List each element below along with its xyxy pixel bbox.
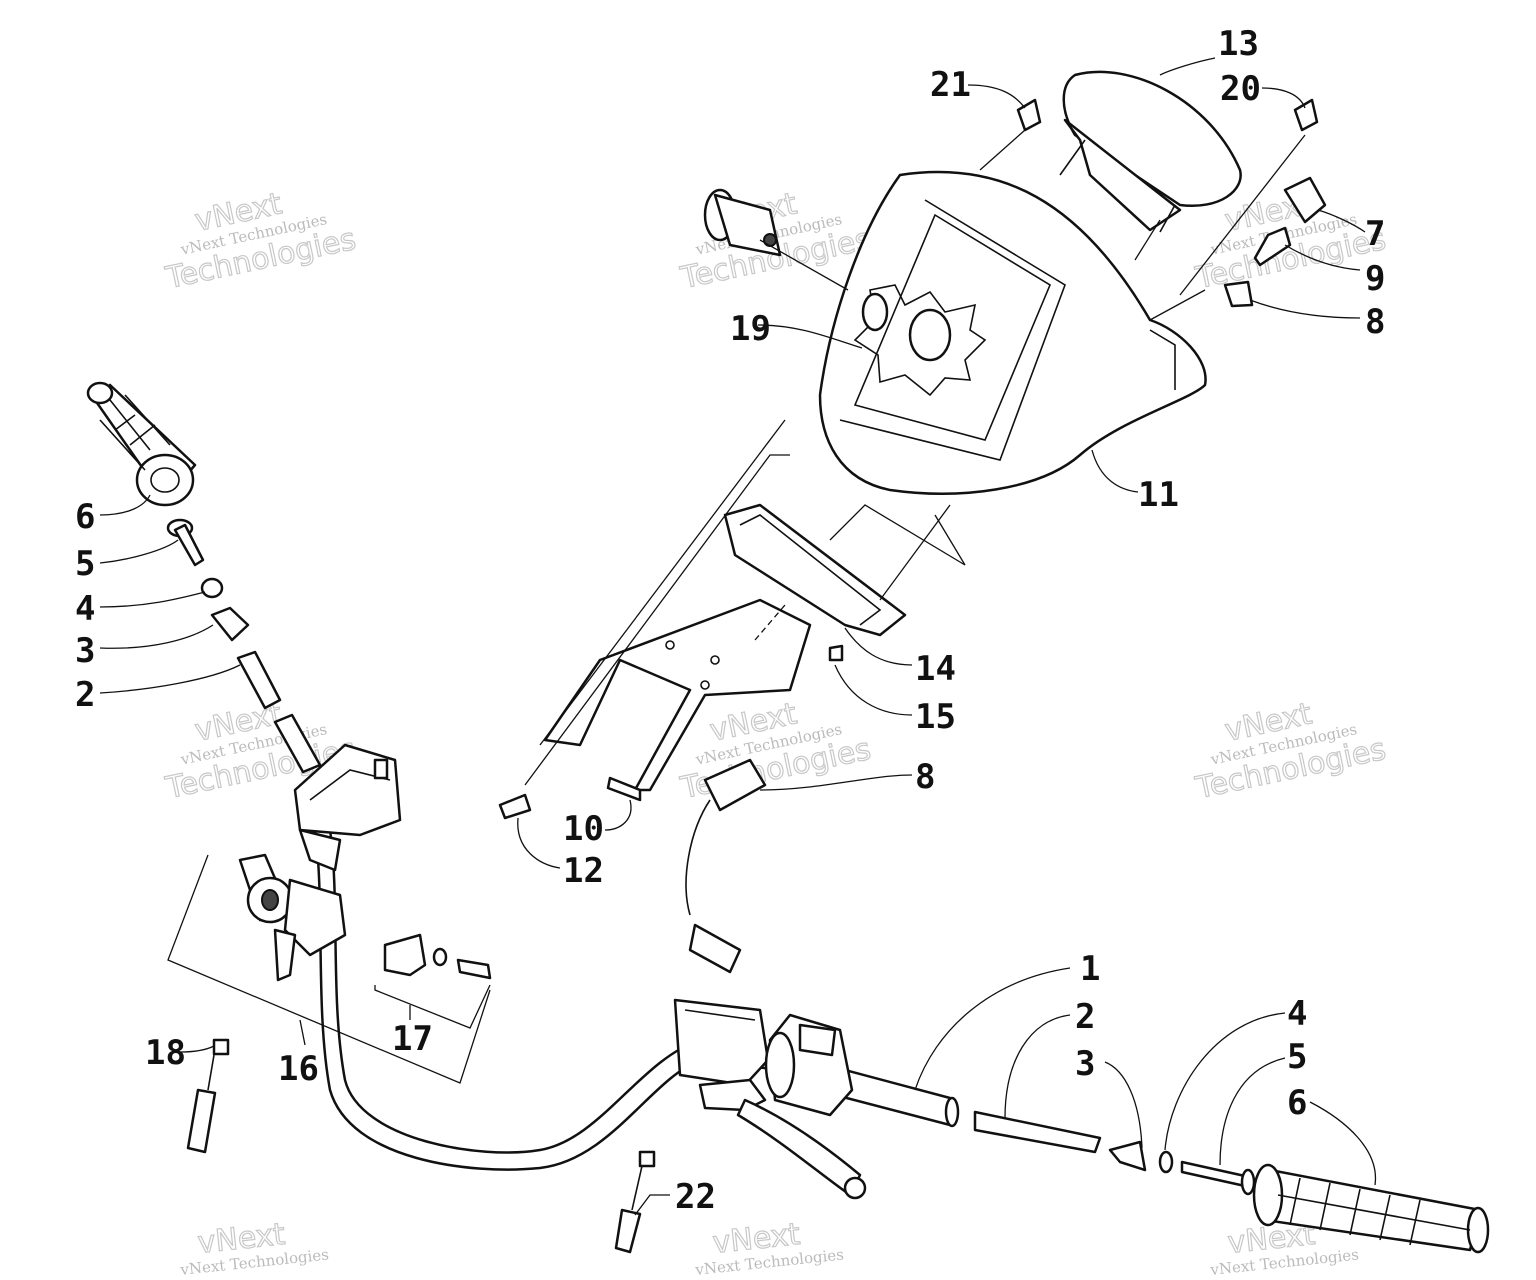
- left-washer-4: [200, 577, 224, 599]
- throttle-assembly: [238, 853, 347, 982]
- callout-13: 13: [1218, 24, 1259, 64]
- right-grip-6: [1252, 1163, 1490, 1254]
- callout-14: 14: [915, 649, 956, 689]
- callout-9: 9: [1365, 259, 1385, 299]
- callout-12: 12: [563, 851, 604, 891]
- callout-10: 10: [563, 809, 604, 849]
- callout-labels: 1 2 3 4 5 6 6 5 4 3 2 7 9 8 8 10 11 12 1…: [75, 24, 1385, 1217]
- group-bracket-16: [167, 854, 491, 1084]
- speedometer-13: [1059, 70, 1242, 233]
- callout-7: 7: [1365, 214, 1385, 254]
- callout-4-right: 4: [1287, 994, 1307, 1034]
- console-pod-11: [818, 170, 1207, 495]
- bulb-18: [186, 1038, 230, 1154]
- callout-16: 16: [278, 1049, 319, 1089]
- clip-15: [828, 644, 844, 662]
- callout-5-right: 5: [1287, 1037, 1307, 1077]
- callout-3-right: 3: [1075, 1044, 1095, 1084]
- callout-22: 22: [675, 1177, 716, 1217]
- screw-12: [498, 793, 532, 820]
- callout-1: 1: [1080, 949, 1100, 989]
- grommet-8-top: [1223, 280, 1254, 308]
- callout-8-bottom: 8: [915, 757, 935, 797]
- right-washer-4: [1158, 1150, 1174, 1174]
- bracket-10: [543, 598, 812, 802]
- left-bolt-5: [166, 518, 205, 567]
- callout-2-left: 2: [75, 675, 95, 715]
- callout-21: 21: [930, 65, 971, 105]
- callout-2-right: 2: [1075, 997, 1095, 1037]
- left-switch-housing: [293, 743, 402, 872]
- callout-6-left: 6: [75, 497, 95, 537]
- brake-master-cylinder: [673, 998, 867, 1200]
- left-end-plug-3: [210, 606, 250, 642]
- callout-18: 18: [145, 1033, 186, 1073]
- callout-15: 15: [915, 697, 956, 737]
- leader-lines: [99, 57, 1377, 1216]
- callout-11: 11: [1138, 475, 1179, 515]
- callout-8-top: 8: [1365, 302, 1385, 342]
- callout-19: 19: [730, 309, 771, 349]
- clamp-17: [383, 933, 492, 980]
- bulb-20: [1293, 98, 1319, 132]
- callout-6-right: 6: [1287, 1083, 1307, 1123]
- callout-3-left: 3: [75, 631, 95, 671]
- right-switch-housing: [764, 1013, 854, 1117]
- assembly-lines: [524, 129, 1306, 786]
- right-end-plug-3: [1108, 1140, 1147, 1172]
- handlebar: [313, 828, 960, 1171]
- callout-5-left: 5: [75, 544, 95, 584]
- key-switch-19: [703, 188, 782, 257]
- right-throttle-sleeve-2: [973, 1110, 1102, 1154]
- indicator-9: [1253, 226, 1292, 267]
- left-sleeve-2: [236, 650, 322, 774]
- callout-4-left: 4: [75, 589, 95, 629]
- indicator-7: [1283, 176, 1327, 224]
- bezel-14: [723, 503, 907, 637]
- callout-17: 17: [392, 1019, 433, 1059]
- left-grip-6: [86, 381, 197, 507]
- bulb-21: [1016, 98, 1042, 132]
- bulb-22: [614, 1150, 656, 1254]
- right-bolt-5: [1180, 1160, 1256, 1196]
- switch-8-harness: [685, 758, 767, 974]
- callout-20: 20: [1220, 69, 1261, 109]
